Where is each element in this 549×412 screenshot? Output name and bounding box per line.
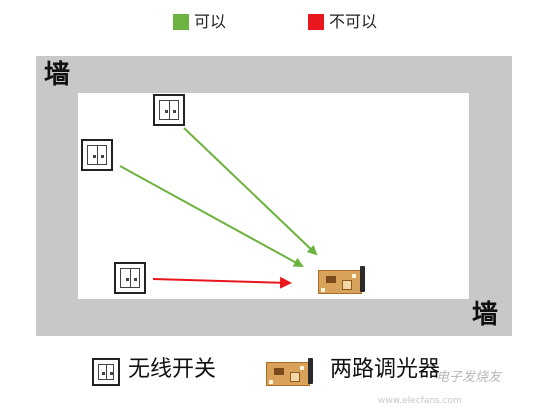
legend-not-ok-label: 不可以 bbox=[329, 12, 378, 31]
wall-label-top-left: 墙 bbox=[44, 60, 71, 90]
legend-switch-label: 无线开关 bbox=[128, 357, 217, 382]
legend-dimmer-label: 两路调光器 bbox=[330, 357, 441, 382]
legend-ok-label: 可以 bbox=[194, 12, 227, 31]
wireless-switch-icon bbox=[81, 139, 113, 171]
arrow-ok-2 bbox=[119, 165, 304, 267]
watermark-text: 电子发烧友 bbox=[436, 370, 502, 385]
watermark-url: www.elecfans.com bbox=[378, 396, 462, 406]
legend-ok-swatch bbox=[173, 14, 189, 30]
bottom-legend: 无线开关 两路调光器 bbox=[0, 352, 549, 392]
legend-dimmer-icon bbox=[266, 358, 314, 386]
wall-label-bottom-right: 墙 bbox=[472, 300, 499, 330]
arrow-not-ok bbox=[152, 276, 292, 289]
top-legend: 可以 不可以 bbox=[0, 12, 549, 34]
legend-not-ok-swatch bbox=[308, 14, 324, 30]
wireless-switch-icon bbox=[114, 262, 146, 294]
legend-switch-icon bbox=[92, 358, 120, 386]
dimmer-module-icon bbox=[318, 266, 366, 294]
wireless-switch-icon bbox=[153, 94, 185, 126]
arrow-ok-1 bbox=[183, 127, 318, 256]
